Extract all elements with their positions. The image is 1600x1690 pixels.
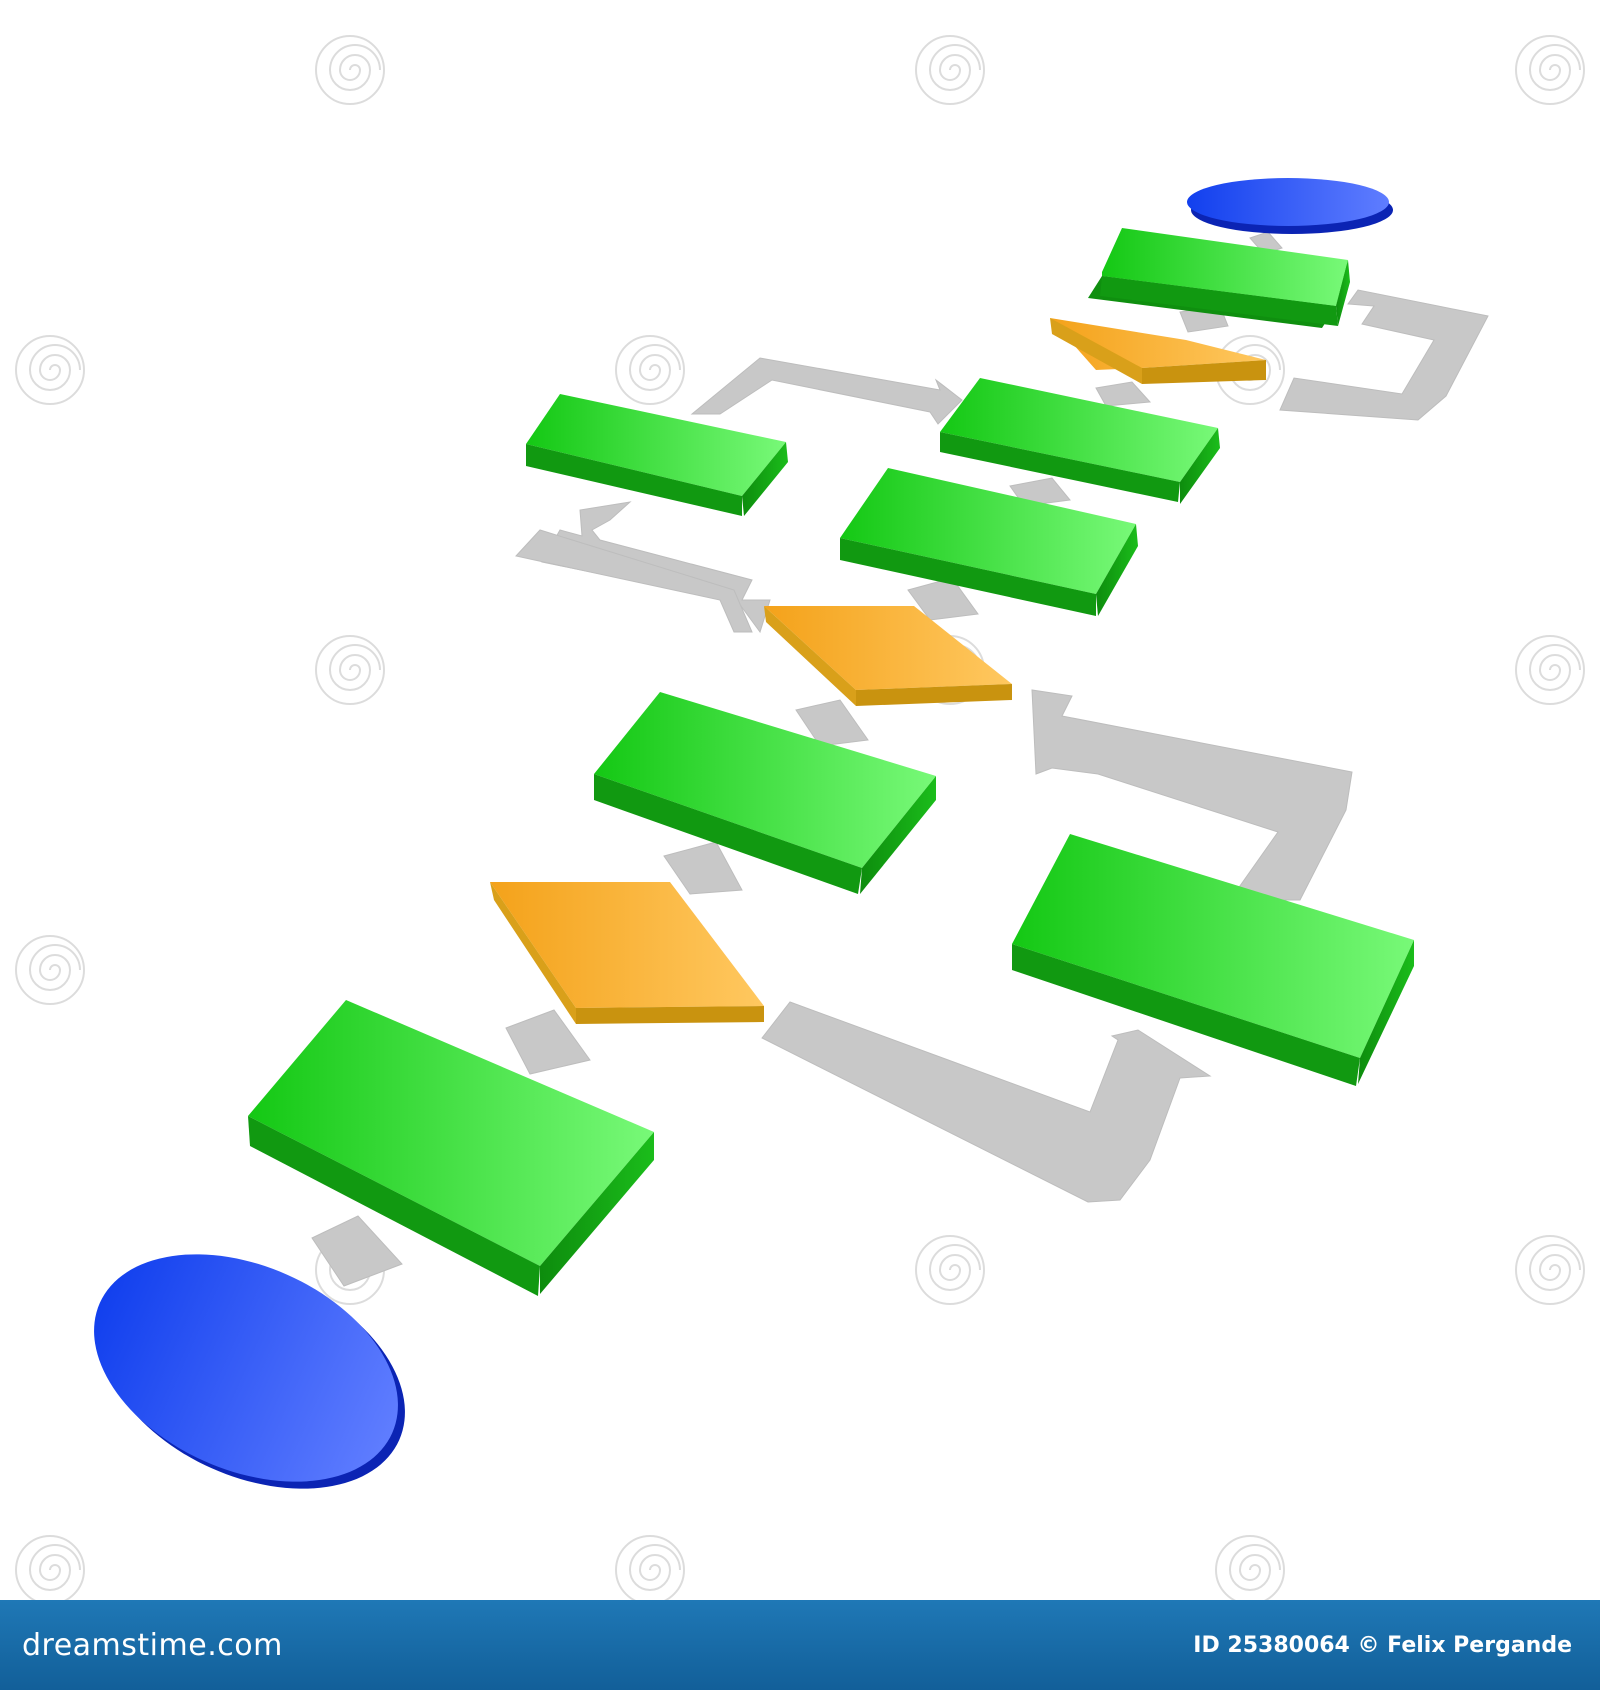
step-arrow-3 — [1095, 381, 1152, 407]
loop-arrow-bottom — [761, 1001, 1212, 1203]
process-box-large-right — [1012, 834, 1414, 1086]
step-arrow-5 — [907, 577, 979, 621]
brand-logo-text[interactable]: dreamstime.com — [22, 1627, 283, 1663]
process-box-top — [1088, 228, 1350, 328]
image-credit: ID 25380064 © Felix Pergande — [1193, 1632, 1572, 1658]
process-box-upper-left — [526, 394, 788, 516]
step-arrow-9 — [311, 1215, 403, 1287]
terminal-start — [94, 1254, 405, 1489]
process-box-large-left — [248, 1000, 654, 1296]
step-arrow-7 — [663, 841, 743, 895]
decision-1 — [1050, 318, 1266, 384]
step-arrow-6 — [795, 699, 869, 747]
loop-arrow-middle — [1031, 689, 1353, 901]
process-box-5 — [594, 692, 936, 894]
decision-3 — [490, 882, 764, 1024]
loop-arrow-right — [1279, 289, 1489, 421]
footer-bar: dreamstime.com ID 25380064 © Felix Perga… — [0, 1600, 1600, 1690]
decision-2 — [764, 606, 1012, 706]
step-arrow-8 — [505, 1009, 591, 1075]
terminal-end — [1187, 178, 1393, 234]
process-box-4 — [840, 468, 1138, 616]
flowchart-diagram — [15, 35, 1585, 1600]
loop-arrow-top — [690, 357, 963, 425]
process-box-3 — [940, 378, 1220, 504]
